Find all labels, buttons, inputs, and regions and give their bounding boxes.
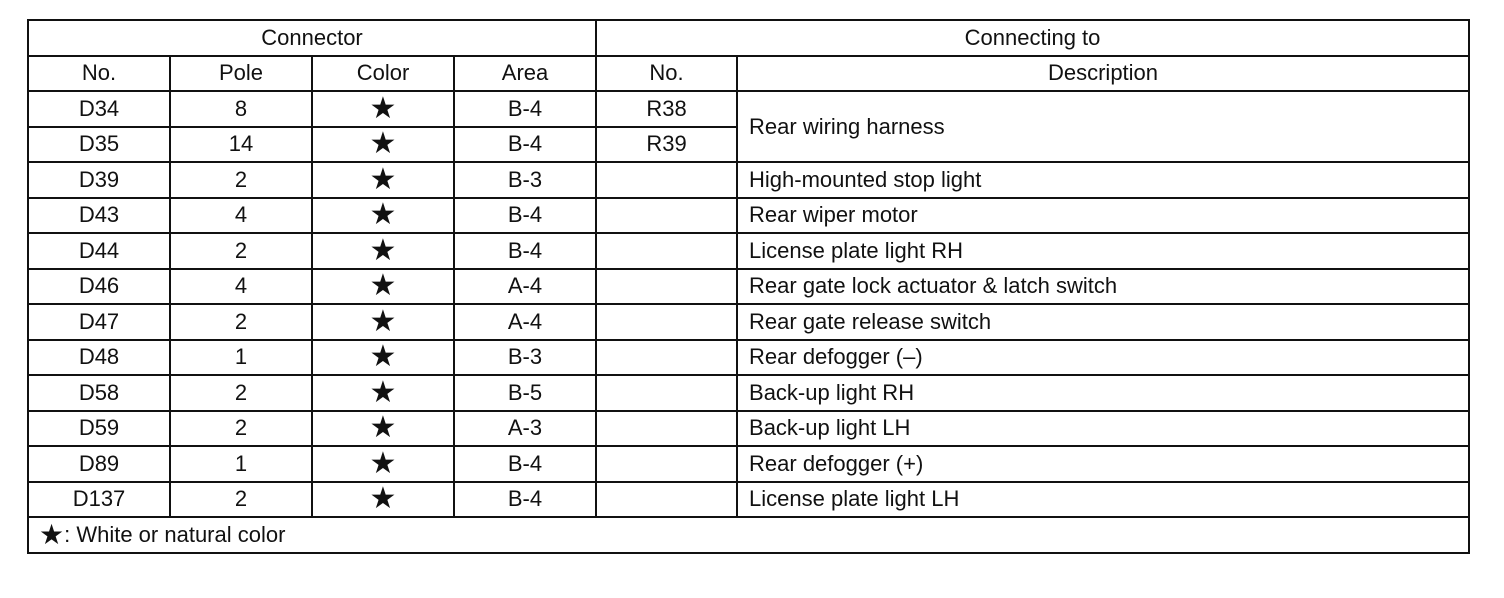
cell-pole: 4 [169,196,313,234]
cell-area: B-4 [452,125,598,163]
table-row: D47 2 ★ A-4 Rear gate release switch [27,303,1470,341]
cell-area: A-4 [452,267,598,305]
star-icon: ★ [311,196,455,234]
table-row: D46 4 ★ A-4 Rear gate lock actuator & la… [27,267,1470,305]
cell-no: D43 [27,196,171,234]
header-column-row: No. Pole Color Area No. Description [27,54,1470,92]
cell-area: B-4 [452,90,598,128]
cell-description: Rear gate release switch [736,303,1470,341]
cell-description: Back-up light RH [736,374,1470,412]
connector-table: Connector Connecting to No. Pole Color A… [26,19,1470,554]
cell-area: B-3 [452,161,598,199]
cell-no: D58 [27,374,171,412]
cell-pole: 1 [169,445,313,483]
table-row: D35 14 ★ B-4 R39 [27,125,1469,163]
star-icon: ★ [311,374,455,412]
table-row: D89 1 ★ B-4 Rear defogger (+) [27,445,1470,483]
table-row: D48 1 ★ B-3 Rear defogger (–) [27,338,1470,376]
table-row: D58 2 ★ B-5 Back-up light RH [27,374,1470,412]
cell-pole: 4 [169,267,313,305]
cell-description: License plate light RH [736,232,1470,270]
col-header-description: Description [736,54,1470,92]
cell-area: B-4 [452,232,598,270]
col-header-color: Color [311,54,455,92]
cell-to-no [595,480,739,518]
cell-to-no [595,338,739,376]
star-icon: ★ [311,125,455,163]
cell-pole: 2 [169,480,313,518]
cell-to-no [595,303,739,341]
star-icon: ★ [311,338,455,376]
cell-pole: 2 [169,374,313,412]
star-icon: ★ [311,445,455,483]
cell-no: D46 [27,267,171,305]
cell-area: A-4 [452,303,598,341]
cell-area: B-4 [452,480,598,518]
star-icon: ★ [311,267,455,305]
cell-description: Back-up light LH [736,409,1470,447]
col-header-no: No. [27,54,171,92]
cell-description: High-mounted stop light [736,161,1470,199]
col-header-area: Area [452,54,598,92]
star-icon: ★ [311,161,455,199]
cell-description: License plate light LH [736,480,1470,518]
cell-area: B-5 [452,374,598,412]
table-row: D39 2 ★ B-3 High-mounted stop light [27,161,1470,199]
cell-area: B-3 [452,338,598,376]
cell-pole: 14 [169,125,313,163]
star-icon: ★ [311,409,455,447]
cell-pole: 2 [169,409,313,447]
cell-no: D59 [27,409,171,447]
cell-no: D35 [27,125,171,163]
footnote: ★: White or natural color [27,516,1470,554]
header-group-row: Connector Connecting to [26,19,1470,57]
header-connecting-to: Connecting to [595,19,1470,57]
cell-to-no [595,232,739,270]
star-icon: ★ [311,480,455,518]
cell-description: Rear gate lock actuator & latch switch [736,267,1470,305]
cell-to-no [595,161,739,199]
col-header-pole: Pole [169,54,313,92]
header-connector: Connector [26,19,598,57]
cell-pole: 2 [169,303,313,341]
star-icon: ★ [311,90,455,128]
cell-no: D89 [27,445,171,483]
cell-description: Rear defogger (+) [736,445,1470,483]
cell-to-no [595,409,739,447]
footnote-row: ★: White or natural color [27,516,1470,554]
cell-description: Rear defogger (–) [736,338,1470,376]
star-icon: ★ [39,518,65,550]
cell-to-no [595,196,739,234]
table-row: D137 2 ★ B-4 License plate light LH [27,480,1470,518]
cell-description: Rear wiper motor [736,196,1470,234]
cell-pole: 2 [169,232,313,270]
cell-pole: 2 [169,161,313,199]
cell-no: D137 [27,480,171,518]
table-row: D44 2 ★ B-4 License plate light RH [27,232,1470,270]
cell-no: D47 [27,303,171,341]
cell-no: D34 [27,90,171,128]
cell-to-no: R39 [595,125,739,163]
cell-no: D39 [27,161,171,199]
star-icon: ★ [311,303,455,341]
cell-description: Rear wiring harness [736,90,1470,163]
cell-area: A-3 [452,409,598,447]
table-row: D43 4 ★ B-4 Rear wiper motor [27,196,1470,234]
cell-to-no [595,374,739,412]
cell-to-no [595,267,739,305]
footnote-text: : White or natural color [64,521,286,547]
cell-to-no [595,445,739,483]
table-row: D59 2 ★ A-3 Back-up light LH [27,409,1470,447]
cell-no: D48 [27,338,171,376]
star-icon: ★ [311,232,455,270]
cell-area: B-4 [452,445,598,483]
table-row: D34 8 ★ B-4 R38 Rear wiring harness [27,90,1470,163]
cell-area: B-4 [452,196,598,234]
cell-pole: 1 [169,338,313,376]
cell-no: D44 [27,232,171,270]
cell-to-no: R38 [595,90,739,128]
cell-pole: 8 [169,90,313,128]
col-header-to-no: No. [595,54,739,92]
